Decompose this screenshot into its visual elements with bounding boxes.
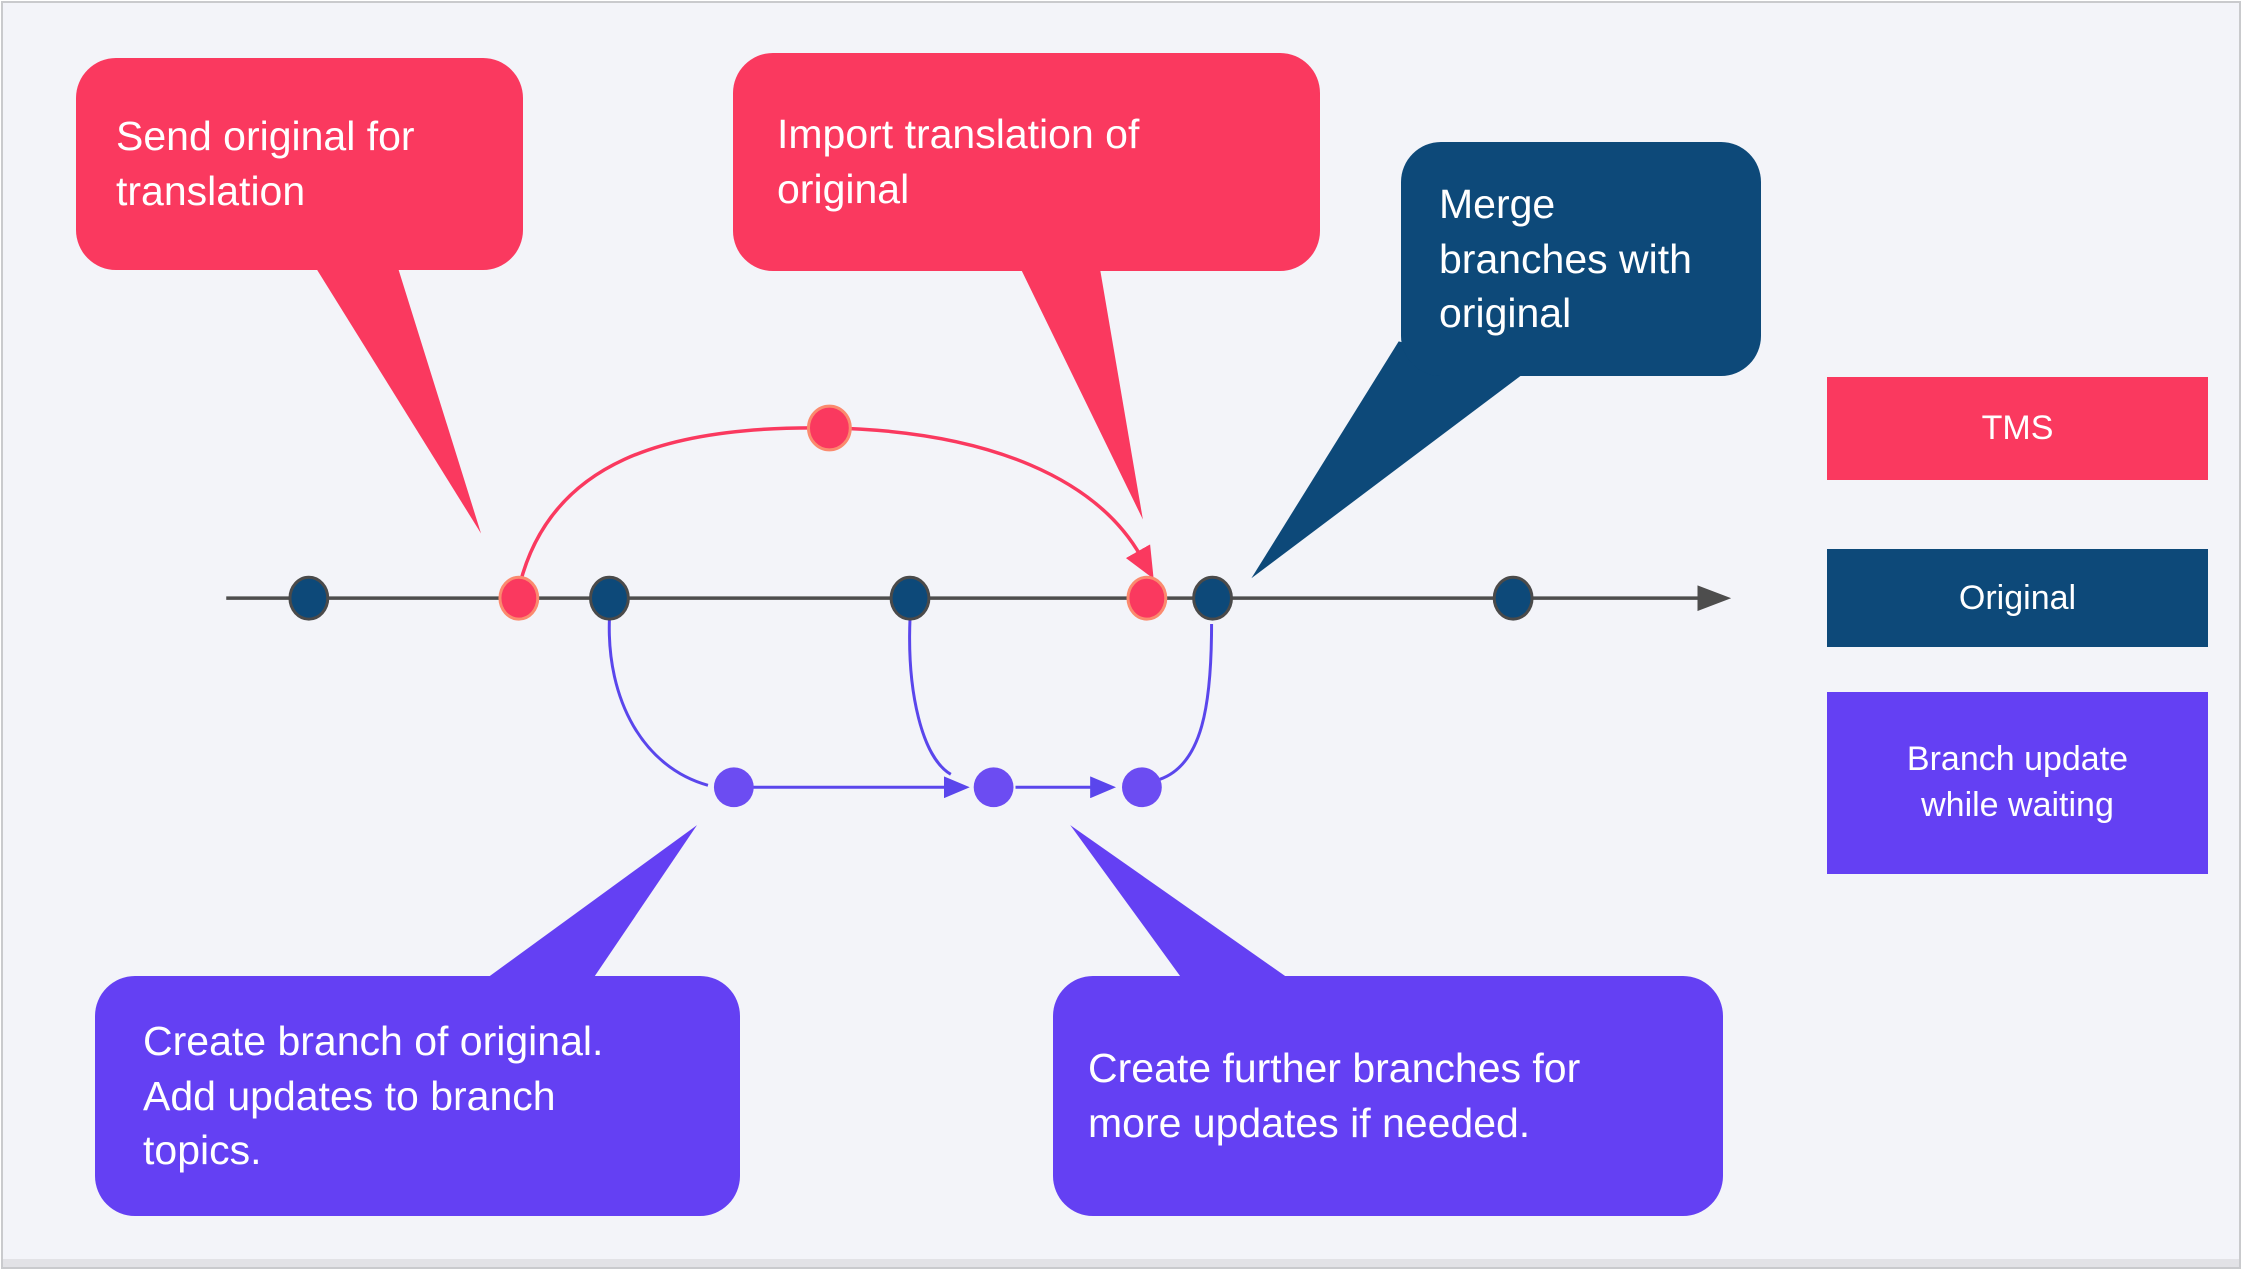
branch-node-3	[1121, 767, 1162, 808]
callout-merge-branches-text: Merge branches with original	[1439, 181, 1692, 337]
legend-item-tms-label: TMS	[1981, 409, 2054, 447]
branch-out-curve-2	[908, 619, 952, 776]
callout-create-branch-text: Create branch of original. Add updates t…	[143, 1018, 604, 1174]
timeline-node-original-2	[589, 575, 630, 621]
branch-node-1	[713, 767, 754, 808]
timeline-node-tms-1	[498, 575, 540, 621]
timeline-node-original-3	[889, 575, 931, 621]
callout-send-original: Send original for translation	[76, 58, 523, 270]
callout-create-further-text: Create further branches for more updates…	[1088, 1045, 1581, 1146]
callout-send-original-text: Send original for translation	[116, 113, 415, 214]
tms-arc-node	[806, 404, 852, 452]
import-translation-callout-tail	[1012, 251, 1143, 520]
legend-item-branch-update: Branch update while waiting	[1827, 692, 2208, 874]
merge-branches-callout-tail	[1251, 341, 1525, 579]
branch-out-curve-1	[607, 619, 709, 787]
legend-item-original-label: Original	[1958, 578, 2077, 617]
window-bottom-bar	[3, 1259, 2239, 1267]
branch-merge-curve	[1159, 624, 1214, 781]
create-further-callout-tail	[1070, 825, 1295, 983]
callout-create-branch: Create branch of original. Add updates t…	[95, 976, 740, 1216]
callout-import-translation: Import translation of original	[733, 53, 1320, 271]
timeline-node-original-1	[288, 575, 330, 621]
create-branch-callout-tail	[481, 825, 698, 983]
workflow-diagram	[226, 251, 1732, 983]
callout-create-further: Create further branches for more updates…	[1053, 976, 1723, 1216]
legend-item-original: Original	[1827, 549, 2208, 647]
callout-import-translation-text: Import translation of original	[777, 111, 1140, 212]
legend-item-tms: TMS	[1827, 377, 2208, 480]
send-original-callout-tail	[305, 251, 482, 534]
callout-merge-branches: Merge branches with original	[1401, 142, 1761, 376]
timeline-node-original-5	[1492, 575, 1534, 621]
timeline-node-tms-2	[1126, 575, 1168, 621]
branch-node-2	[973, 767, 1014, 808]
legend-item-branch-update-label: Branch update while waiting	[1906, 740, 2129, 824]
timeline-node-original-4	[1192, 575, 1233, 621]
